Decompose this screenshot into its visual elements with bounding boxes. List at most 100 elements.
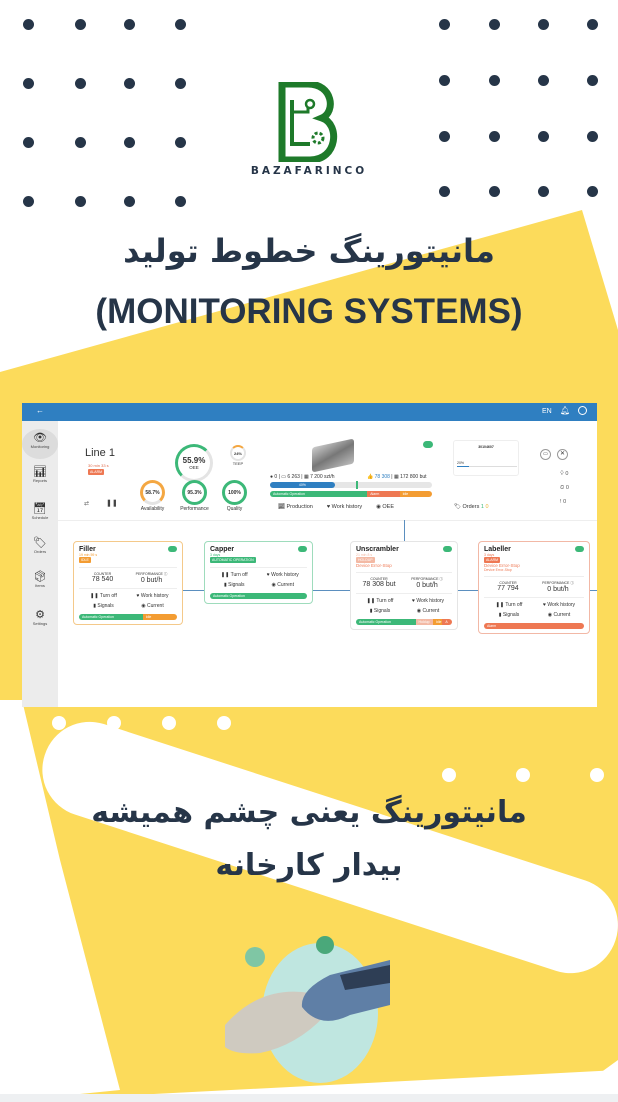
current-label: Current [553, 612, 571, 618]
swap-icon[interactable]: ⇄ [84, 501, 90, 507]
sidebar-item-reports[interactable]: 📊︎Reports [22, 466, 58, 483]
pause-icon[interactable]: ❚❚ [106, 500, 118, 507]
decorative-dot [489, 186, 500, 197]
signal-icon: ▮ [93, 603, 96, 609]
turn-off-button[interactable]: ❚❚ Turn off [210, 572, 259, 578]
status-segment: A [442, 619, 452, 625]
decorative-dot [175, 196, 186, 207]
line-progress-bar: 40% [270, 481, 432, 489]
production-link[interactable]: 📈︎ Production [278, 504, 313, 510]
decorative-dot [124, 19, 135, 30]
machine-name: Labeller [484, 546, 511, 553]
decorative-dot [75, 196, 86, 207]
order-card[interactable]: 30104607 20% [453, 440, 519, 476]
oee-link-label: OEE [382, 504, 395, 510]
oee-gauge: 55.9% OEE [175, 444, 213, 482]
sidebar-item-settings[interactable]: ⚙Settings [22, 609, 58, 626]
counter-value: 78 540 [91, 576, 114, 583]
machine-status-bar: Automatic Operation [210, 593, 307, 599]
decorative-dot [587, 186, 598, 197]
performance-label: PERFORMANCE [135, 572, 163, 576]
connector [590, 590, 597, 591]
decorative-dot [23, 19, 34, 30]
divider [58, 520, 597, 521]
sidebar-item-items[interactable]: 📦︎Items [22, 571, 58, 588]
signals-button[interactable]: ▮ Signals [79, 603, 128, 609]
line-status-badge: ALARM [88, 469, 105, 475]
user-icon[interactable] [578, 406, 587, 415]
status-segment: Automatic Operation [270, 491, 368, 497]
turn-off-button[interactable]: ❚❚ Turn off [356, 598, 404, 604]
work-history-label: Work history [416, 598, 445, 604]
quality-gauge: 100% [222, 480, 247, 505]
monitor-icon[interactable]: ▭ [540, 449, 551, 460]
status-segment: Holdup [415, 619, 433, 625]
bell-icon[interactable]: 🔔︎ [560, 406, 571, 415]
decorative-dot [217, 716, 231, 730]
current-button[interactable]: ◉ Current [534, 612, 584, 618]
decorative-dot [175, 78, 186, 89]
work-history-button[interactable]: ♥ Work history [128, 593, 177, 599]
current-button[interactable]: ◉ Current [128, 603, 177, 609]
performance-label: PERFORMANCE [411, 577, 439, 581]
progress-marker [356, 481, 358, 489]
machine-name: Capper [210, 546, 235, 553]
work-history-button[interactable]: ♥ Work history [534, 602, 584, 608]
work-history-label: Work history [271, 572, 299, 578]
connector-vertical [404, 520, 405, 541]
oee-link[interactable]: ◉ OEE [376, 504, 395, 510]
signals-button[interactable]: ▮ Signals [210, 582, 259, 588]
machine-status-badge: IDLE [79, 557, 91, 563]
decorative-dot [23, 196, 34, 207]
eye-icon: 👁︎ [33, 432, 47, 444]
decorative-dot [538, 19, 549, 30]
sidebar-item-monitoring[interactable]: 👁︎Monitoring [22, 429, 58, 459]
alert-counter: ! 0 [560, 499, 567, 505]
machine-note: Device Error-Stop [484, 563, 520, 568]
line-duration: 30 min 33 s [88, 463, 109, 468]
current-button[interactable]: ◉ Current [404, 608, 452, 614]
work-history-button[interactable]: ♥ Work history [404, 598, 452, 604]
decorative-dot [489, 75, 500, 86]
sidebar-item-orders[interactable]: 🏷︎Orders [22, 537, 58, 554]
status-segment: Automatic Operation [210, 593, 307, 599]
info-icon[interactable]: ⓘ [439, 577, 443, 581]
orders-link[interactable]: 🏷︎ Orders 1 0 [454, 504, 489, 510]
tools-icon[interactable]: ✕ [557, 449, 568, 460]
teep-gauge: 24% [230, 445, 246, 461]
info-icon[interactable]: ⓘ [163, 572, 168, 576]
info-icon[interactable]: ⓘ [570, 581, 574, 585]
sidebar-item-label: Reports [32, 478, 47, 483]
current-button[interactable]: ◉ Current [259, 582, 308, 588]
signals-button[interactable]: ▮ Signals [356, 608, 404, 614]
line-title: Line 1 [85, 447, 115, 459]
machine-name: Unscrambler [356, 546, 399, 553]
sidebar-item-schedule[interactable]: 📅︎Schedule [22, 503, 58, 520]
signal-icon: ▮ [369, 608, 373, 614]
language-switch[interactable]: EN [542, 408, 552, 415]
connector [458, 590, 478, 591]
decorative-dot [23, 78, 34, 89]
clock-counter: ⏲︎ 0 [560, 485, 569, 491]
turn-off-button[interactable]: ❚❚ Turn off [79, 593, 128, 599]
signals-button[interactable]: ▮ Signals [484, 612, 534, 618]
production-label: Production [286, 504, 313, 510]
machine-status-badge: HOLDUP [356, 557, 375, 563]
gauge-icon: ◉ [271, 582, 276, 588]
back-arrow-icon[interactable]: ← [36, 406, 44, 415]
headline-en: (MONITORING SYSTEMS) [95, 292, 523, 331]
work-history-label: Work history [331, 504, 363, 510]
performance-label: PERFORMANCE [542, 581, 570, 585]
turn-off-button[interactable]: ❚❚ Turn off [484, 602, 534, 608]
decorative-dot [538, 75, 549, 86]
work-history-link[interactable]: ♥ Work history [326, 504, 363, 510]
orders-warn-count: 0 [485, 504, 489, 510]
work-history-button[interactable]: ♥ Work history [259, 572, 308, 578]
decorative-dot [52, 716, 66, 730]
pause-icon: ❚❚ [220, 572, 230, 578]
